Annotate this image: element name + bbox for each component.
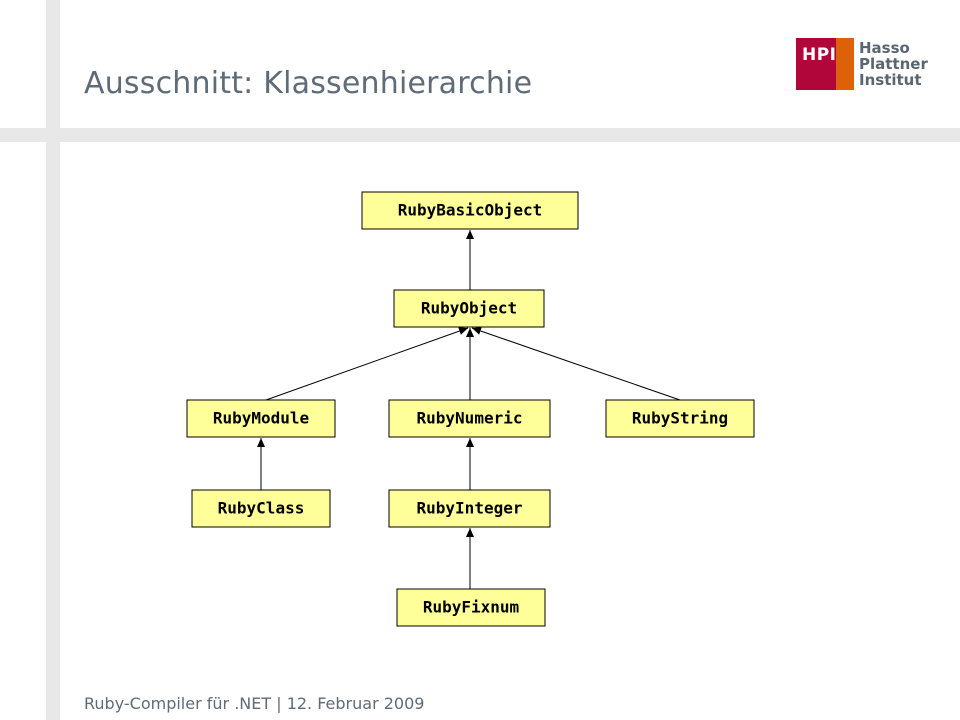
class-node-label: RubyFixnum — [423, 598, 520, 617]
class-node-box — [191, 489, 331, 528]
inheritance-arrow — [471, 327, 681, 401]
class-node-module: RubyModule — [186, 399, 336, 438]
edge-string-to-object — [471, 327, 681, 401]
logo-mark: HPI — [802, 45, 837, 65]
header-band — [0, 128, 960, 142]
edges-layer — [257, 230, 681, 589]
class-node-label: RubyNumeric — [417, 409, 523, 428]
logo-line-3: Institut — [859, 71, 922, 89]
class-node-object: RubyObject — [393, 289, 545, 328]
class-node-box — [186, 399, 336, 438]
class-node-box — [388, 399, 551, 438]
class-node-label: RubyBasicObject — [398, 201, 543, 220]
logo-wordmark: Hasso Plattner Institut — [859, 40, 928, 88]
class-node-basic: RubyBasicObject — [361, 191, 579, 230]
class-node-label: RubyInteger — [417, 499, 523, 518]
class-node-fixnum: RubyFixnum — [396, 588, 546, 627]
logo-line-2: Plattner — [859, 55, 928, 73]
class-node-label: RubyModule — [213, 409, 309, 428]
class-node-class: RubyClass — [191, 489, 331, 528]
class-node-label: RubyString — [632, 409, 728, 428]
class-node-label: RubyObject — [421, 299, 517, 318]
side-band — [46, 0, 60, 720]
class-node-box — [388, 489, 551, 528]
class-node-box — [605, 399, 755, 438]
hpi-logo: HPI Hasso Plattner Institut — [796, 38, 928, 94]
class-node-box — [393, 289, 545, 328]
class-node-integer: RubyInteger — [388, 489, 551, 528]
inheritance-arrow — [265, 327, 469, 401]
class-node-box — [361, 191, 579, 230]
class-node-box — [396, 588, 546, 627]
class-node-numeric: RubyNumeric — [388, 399, 551, 438]
footer-text: Ruby-Compiler für .NET | 12. Februar 200… — [84, 694, 425, 713]
edge-module-to-object — [265, 327, 469, 401]
logo-line-1: Hasso — [859, 39, 910, 57]
class-node-label: RubyClass — [218, 499, 305, 518]
page-title: Ausschnitt: Klassenhierarchie — [84, 66, 533, 101]
logo-orange-stripe — [836, 38, 854, 90]
class-node-string: RubyString — [605, 399, 755, 438]
